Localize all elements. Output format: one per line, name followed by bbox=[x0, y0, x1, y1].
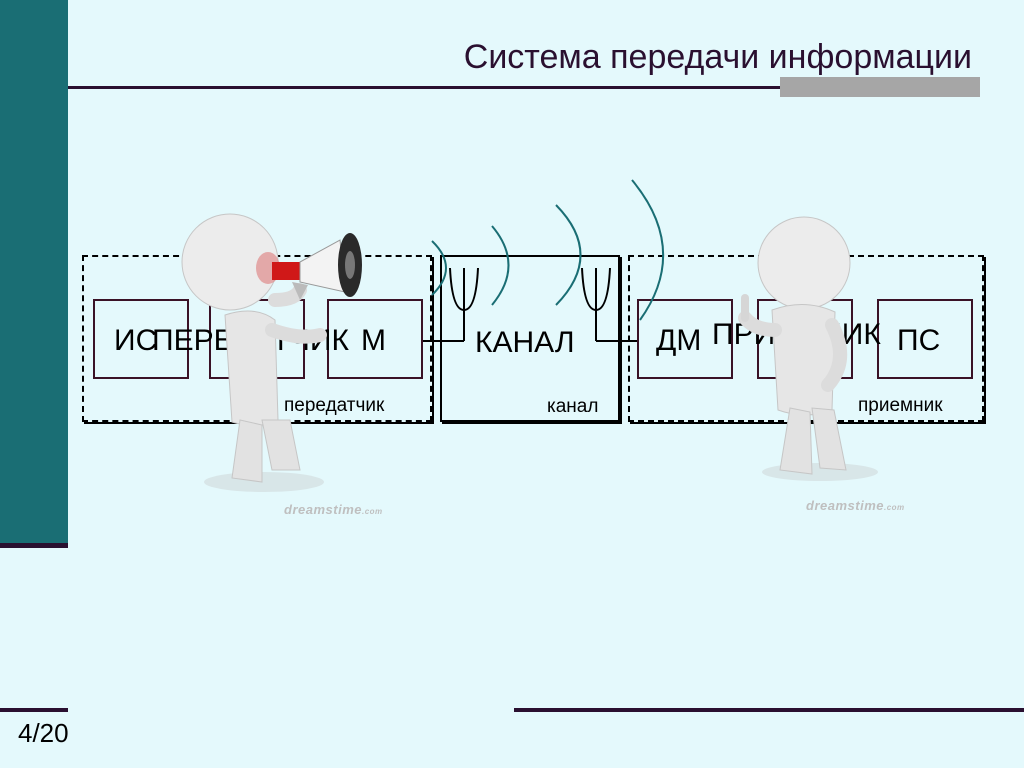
listener-figure-icon bbox=[738, 216, 878, 481]
sidebar-base-rule bbox=[0, 543, 68, 548]
source-text: ИС bbox=[114, 324, 158, 357]
transmitter-label: передатчик bbox=[284, 395, 385, 416]
watermark-left-brand: dreamstime bbox=[284, 502, 362, 517]
channel-group bbox=[440, 255, 620, 422]
watermark-right-brand: dreamstime bbox=[806, 498, 884, 513]
channel-label: канал bbox=[547, 396, 599, 417]
receive-antenna-icon bbox=[581, 267, 637, 342]
demodulator-box bbox=[637, 299, 733, 379]
watermark-left-suffix: .com bbox=[361, 507, 383, 516]
footer-rule-left bbox=[0, 708, 68, 712]
transmit-antenna-icon bbox=[423, 267, 479, 342]
channel-text: КАНАЛ bbox=[475, 326, 575, 359]
watermark-right-suffix: .com bbox=[883, 503, 905, 512]
demodulator-text: ДМ bbox=[656, 324, 702, 357]
sink-text: ПС bbox=[897, 324, 941, 357]
watermark-left: dreamstime.com bbox=[284, 502, 383, 517]
source-box bbox=[93, 299, 189, 379]
footer-rule-right bbox=[514, 708, 1024, 712]
modulator-box bbox=[327, 299, 423, 379]
slide-title: Система передачи информации bbox=[463, 38, 972, 76]
speaker-figure-icon bbox=[181, 213, 362, 492]
radio-waves-icon bbox=[431, 179, 665, 321]
watermark-right: dreamstime.com bbox=[806, 498, 905, 513]
sink-box bbox=[877, 299, 973, 379]
title-rule bbox=[68, 86, 980, 89]
modulator-text: М bbox=[361, 324, 386, 357]
receiver-label: приемник bbox=[858, 395, 943, 416]
sidebar-bar bbox=[0, 0, 68, 546]
title-accent-bar bbox=[780, 77, 980, 97]
page-number: 4/20 bbox=[18, 718, 69, 748]
